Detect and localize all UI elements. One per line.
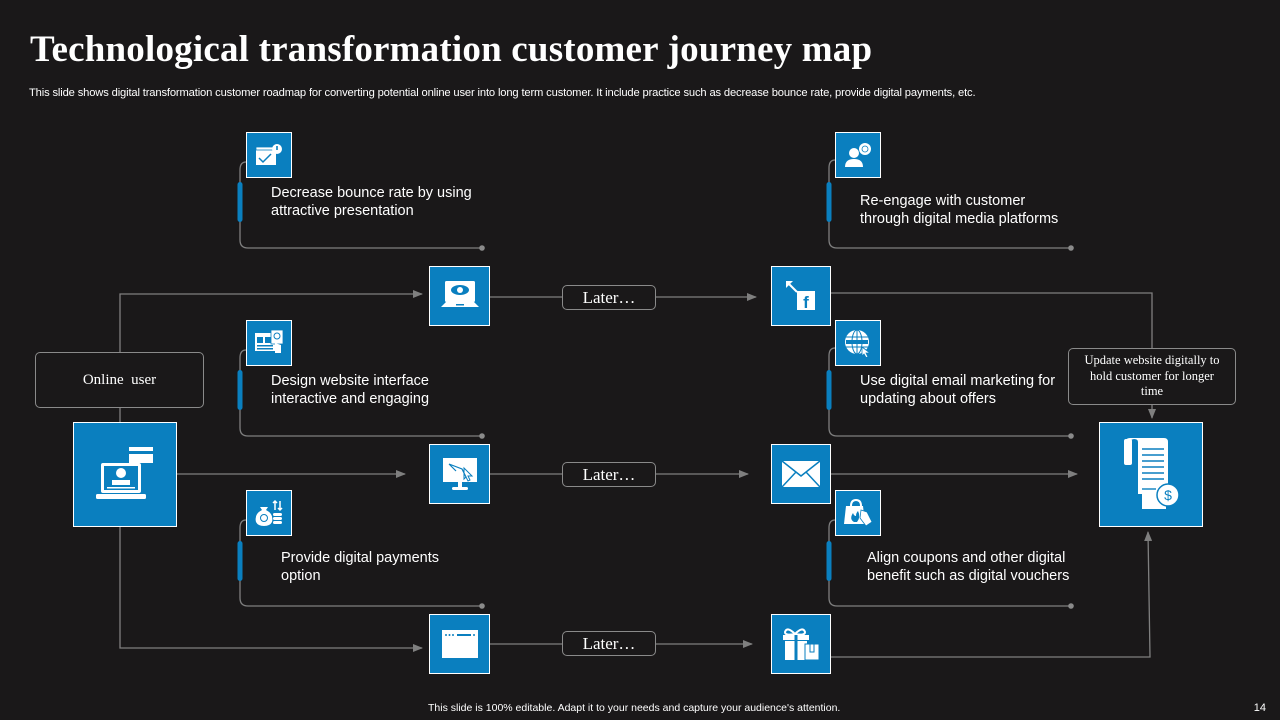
step-5-text: Use digital email marketing for updating… bbox=[860, 373, 1056, 407]
globe-cursor-icon bbox=[845, 329, 872, 358]
end-node: $ bbox=[1099, 422, 1203, 527]
row1-left-node bbox=[429, 266, 490, 326]
connector-start-row3 bbox=[119, 527, 423, 652]
end-label: Update website digitally to hold custome… bbox=[1084, 353, 1220, 399]
page-number: 14 bbox=[1253, 702, 1266, 714]
row1-right-node: f bbox=[771, 266, 831, 326]
row2-left-node bbox=[429, 444, 490, 504]
bracket-accent-5 bbox=[826, 370, 832, 410]
later-label-row3: Later… bbox=[562, 631, 656, 656]
envelope-icon bbox=[781, 460, 821, 488]
bracket-accent-3 bbox=[237, 541, 243, 581]
bracket-step-5 bbox=[828, 347, 1071, 437]
bracket-step-2 bbox=[239, 349, 482, 437]
step-1-text: Decrease bounce rate by using attractive… bbox=[271, 185, 472, 219]
start-label: Online user bbox=[82, 371, 157, 388]
row3-left-node bbox=[429, 614, 490, 674]
row3-right-node bbox=[771, 614, 831, 674]
start-label-box: Online user bbox=[35, 352, 204, 408]
money-bag-coins-icon bbox=[255, 499, 283, 526]
step-3-icon-box bbox=[246, 490, 292, 536]
laptop-user-card-icon bbox=[96, 446, 153, 499]
laptop-eye-icon bbox=[440, 281, 479, 307]
person-chat-icon bbox=[845, 143, 871, 167]
step-2-text: Design website interface interactive and… bbox=[271, 373, 430, 407]
end-callout: Update website digitally to hold custome… bbox=[1068, 348, 1236, 405]
connector-row3-end bbox=[831, 531, 1153, 658]
monitor-cursor-icon bbox=[442, 458, 477, 490]
bracket-step-1 bbox=[239, 161, 482, 249]
bracket-step-6 bbox=[828, 519, 1071, 607]
bracket-dot-5 bbox=[1068, 433, 1074, 439]
browser-window-icon bbox=[441, 630, 478, 658]
svg-text:f: f bbox=[803, 293, 809, 312]
later-label-row1: Later… bbox=[562, 285, 656, 310]
start-node bbox=[73, 422, 177, 527]
step-6-text: Align coupons and other digital benefit … bbox=[867, 550, 1070, 584]
step-4-icon-box bbox=[835, 132, 881, 178]
row2-right-node bbox=[771, 444, 831, 504]
bracket-step-4 bbox=[828, 159, 1071, 249]
step-5-icon-box bbox=[835, 320, 881, 366]
calendar-check-icon bbox=[255, 144, 282, 165]
bracket-dot-2 bbox=[479, 433, 485, 439]
web-layout-touch-icon bbox=[255, 329, 284, 353]
footer-note: This slide is 100% editable. Adapt it to… bbox=[428, 702, 841, 714]
step-1-icon-box bbox=[246, 132, 292, 178]
gift-box-icon bbox=[783, 628, 820, 661]
step-6-icon-box bbox=[835, 490, 881, 536]
slide-title: Technological transformation customer jo… bbox=[30, 29, 873, 70]
shopping-bag-tag-icon bbox=[844, 498, 873, 527]
bracket-dot-4 bbox=[1068, 245, 1074, 251]
svg-text:$: $ bbox=[1164, 487, 1172, 503]
step-4-text: Re-engage with customer through digital … bbox=[860, 193, 1059, 227]
later-label-row2: Later… bbox=[562, 462, 656, 487]
slide-subtitle: This slide shows digital transformation … bbox=[29, 87, 976, 99]
connector-start-row1 bbox=[119, 290, 423, 352]
bracket-dot-1 bbox=[479, 245, 485, 251]
receipt-dollar-icon: $ bbox=[1124, 437, 1180, 509]
bracket-accent-2 bbox=[237, 370, 243, 410]
bracket-dot-3 bbox=[479, 603, 485, 609]
step-2-icon-box bbox=[246, 320, 292, 366]
bracket-step-3 bbox=[239, 519, 482, 607]
step-3-text: Provide digital payments option bbox=[281, 550, 439, 584]
connector-row1-end bbox=[831, 292, 1153, 348]
bracket-accent-6 bbox=[826, 541, 832, 581]
bracket-accent-1 bbox=[237, 182, 243, 222]
bracket-accent-4 bbox=[826, 182, 832, 222]
facebook-share-icon: f bbox=[786, 281, 815, 312]
bracket-dot-6 bbox=[1068, 603, 1074, 609]
